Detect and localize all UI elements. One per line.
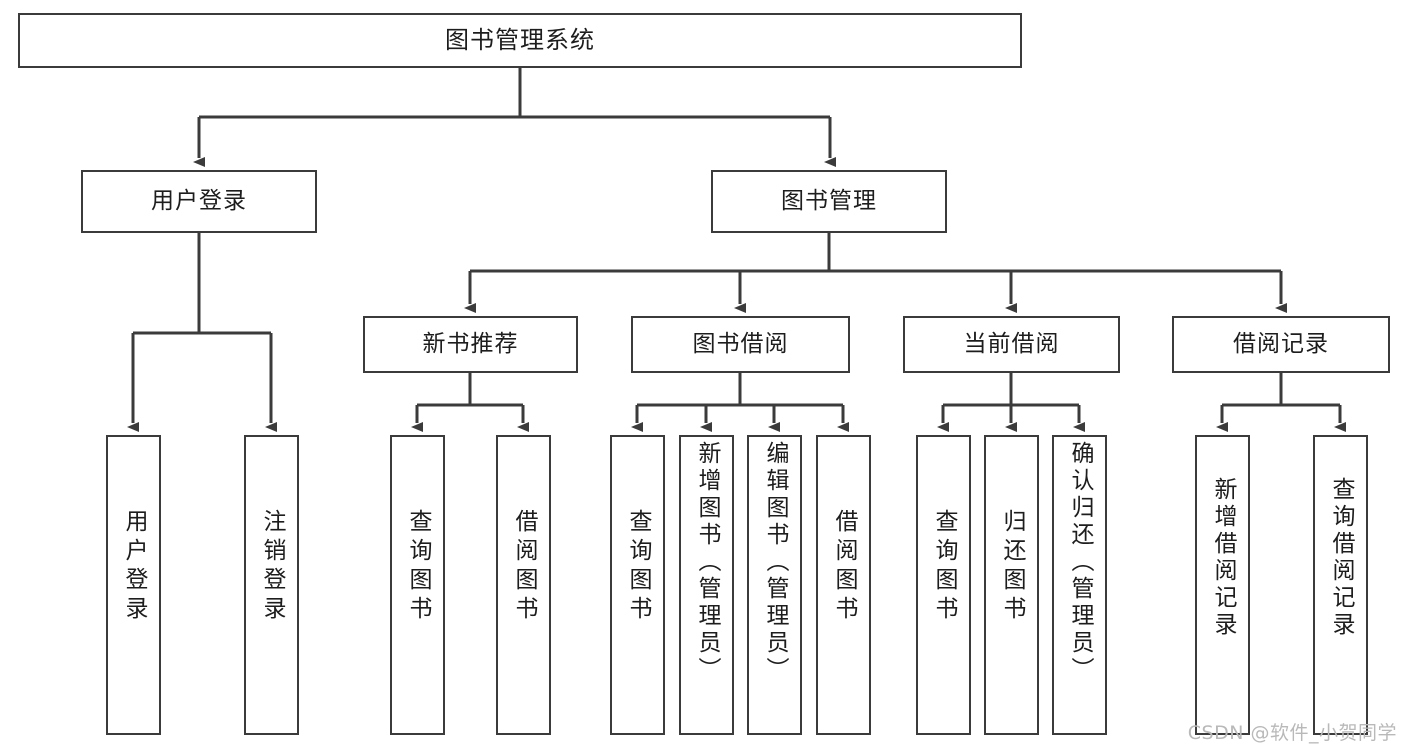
node-label: 新增图书（管理员） — [694, 441, 720, 684]
leaf-borrow-book[interactable]: 借阅图书 — [816, 435, 871, 735]
leaf-add-borrow-record[interactable]: 新增借阅记录 — [1195, 435, 1250, 735]
node-label: 新书推荐 — [422, 331, 519, 358]
leaf-current-query-book[interactable]: 查询图书 — [916, 435, 971, 735]
node-label: 图书借阅 — [692, 331, 789, 358]
node-label: 查询图书 — [931, 509, 957, 625]
node-label: 新增借阅记录 — [1210, 477, 1236, 639]
node-label: 用户登录 — [151, 188, 247, 215]
leaf-logout[interactable]: 注销登录 — [244, 435, 299, 735]
node-label: 借阅图书 — [831, 509, 857, 625]
node-current-borrow[interactable]: 当前借阅 — [903, 316, 1120, 373]
leaf-borrow-query-book[interactable]: 查询图书 — [610, 435, 665, 735]
node-label: 查询图书 — [405, 509, 431, 625]
node-label: 归还图书 — [999, 509, 1025, 625]
leaf-add-book-admin[interactable]: 新增图书（管理员） — [679, 435, 734, 735]
leaf-edit-book-admin[interactable]: 编辑图书（管理员） — [747, 435, 802, 735]
node-borrow-record[interactable]: 借阅记录 — [1172, 316, 1390, 373]
node-label: 图书管理系统 — [445, 25, 595, 54]
leaf-recommend-query-book[interactable]: 查询图书 — [390, 435, 445, 735]
node-label: 图书管理 — [781, 188, 877, 215]
leaf-return-book[interactable]: 归还图书 — [984, 435, 1039, 735]
node-label: 当前借阅 — [963, 331, 1060, 358]
leaf-recommend-borrow-book[interactable]: 借阅图书 — [496, 435, 551, 735]
node-new-book-recommend[interactable]: 新书推荐 — [363, 316, 578, 373]
watermark-text: CSDN @软件_小贺同学 — [1187, 722, 1397, 744]
node-book-management[interactable]: 图书管理 — [711, 170, 947, 233]
node-label: 确认归还（管理员） — [1067, 441, 1093, 684]
node-label: 编辑图书（管理员） — [762, 441, 788, 684]
node-label: 借阅图书 — [511, 509, 537, 625]
node-label: 借阅记录 — [1233, 331, 1329, 358]
node-label: 查询借阅记录 — [1328, 477, 1354, 639]
leaf-confirm-return-admin[interactable]: 确认归还（管理员） — [1052, 435, 1107, 735]
node-root-system[interactable]: 图书管理系统 — [18, 13, 1022, 68]
node-user-login[interactable]: 用户登录 — [81, 170, 317, 233]
node-book-borrow[interactable]: 图书借阅 — [631, 316, 850, 373]
node-label: 注销登录 — [259, 509, 285, 625]
leaf-query-borrow-record[interactable]: 查询借阅记录 — [1313, 435, 1368, 735]
node-label: 查询图书 — [625, 509, 651, 625]
node-label: 用户登录 — [121, 509, 147, 625]
leaf-user-login[interactable]: 用户登录 — [106, 435, 161, 735]
